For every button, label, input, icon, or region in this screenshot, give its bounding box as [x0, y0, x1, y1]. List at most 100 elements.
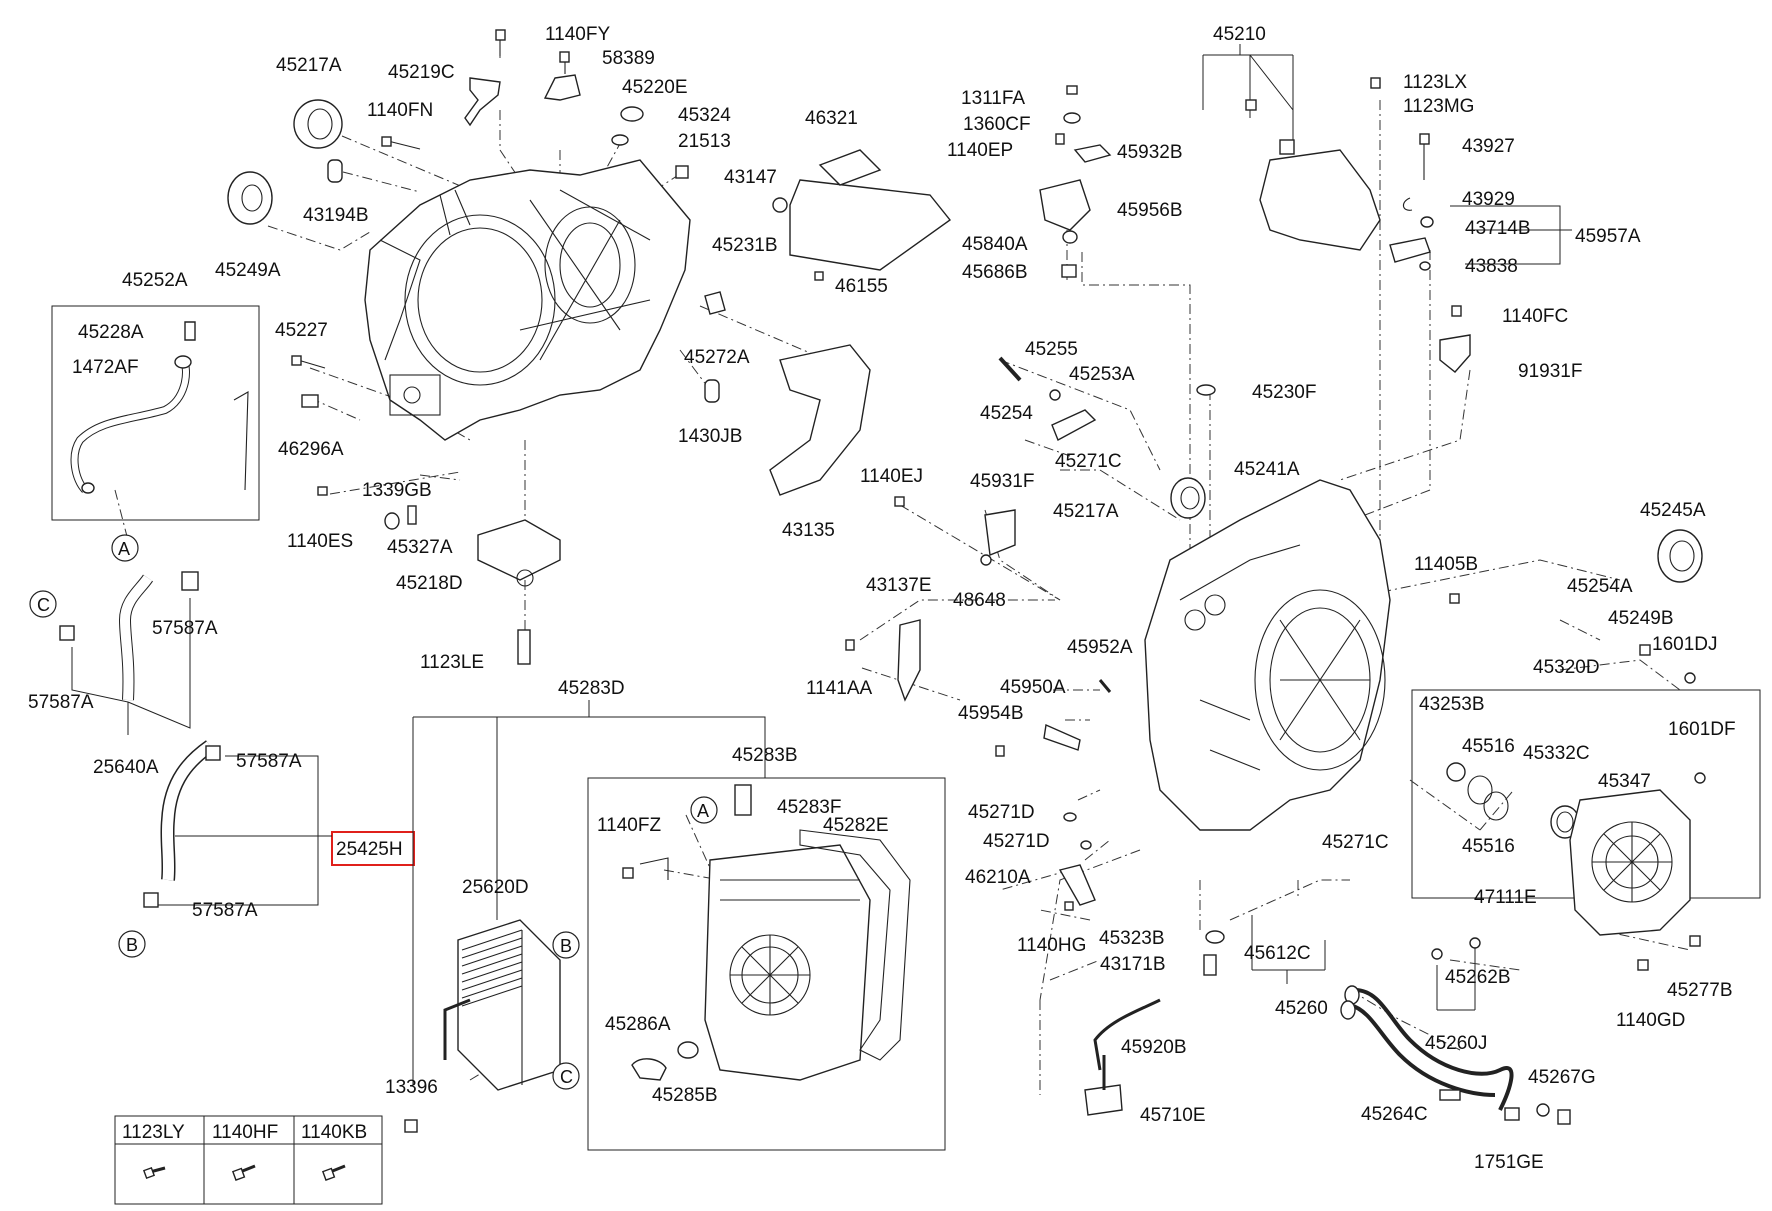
- part-label-48648[interactable]: 48648: [953, 590, 1006, 611]
- part-label-45217A[interactable]: 45217A: [1053, 501, 1119, 522]
- part-label-1360CF[interactable]: 1360CF: [963, 114, 1031, 135]
- part-label-45217A[interactable]: 45217A: [276, 55, 342, 76]
- part-label-58389[interactable]: 58389: [602, 48, 655, 69]
- part-label-45255[interactable]: 45255: [1025, 339, 1078, 360]
- part-label-45323B[interactable]: 45323B: [1099, 928, 1165, 949]
- part-label-45271D[interactable]: 45271D: [968, 802, 1035, 823]
- part-label-1123LX[interactable]: 1123LX: [1403, 72, 1467, 93]
- part-label-45931F[interactable]: 45931F: [970, 471, 1034, 492]
- part-label-43838[interactable]: 43838: [1465, 256, 1518, 277]
- part-label-46210A[interactable]: 46210A: [965, 867, 1031, 888]
- part-label-1601DF[interactable]: 1601DF: [1668, 719, 1736, 740]
- part-label-43253B[interactable]: 43253B: [1419, 694, 1485, 715]
- part-label-45219C[interactable]: 45219C: [388, 62, 455, 83]
- part-label-43135[interactable]: 43135: [782, 520, 835, 541]
- part-label-45950A[interactable]: 45950A: [1000, 677, 1066, 698]
- part-label-45241A[interactable]: 45241A: [1234, 459, 1300, 480]
- part-label-45710E[interactable]: 45710E: [1140, 1105, 1206, 1126]
- part-label-45516[interactable]: 45516: [1462, 836, 1515, 857]
- part-label-45227[interactable]: 45227: [275, 320, 328, 341]
- part-label-45952A[interactable]: 45952A: [1067, 637, 1133, 658]
- part-label-45267G[interactable]: 45267G: [1528, 1067, 1596, 1088]
- part-label-45249B[interactable]: 45249B: [1608, 608, 1674, 629]
- part-label-45271C[interactable]: 45271C: [1055, 451, 1122, 472]
- part-label-1472AF[interactable]: 1472AF: [72, 357, 139, 378]
- part-label-45920B[interactable]: 45920B: [1121, 1037, 1187, 1058]
- part-label-25425H[interactable]: 25425H: [336, 839, 403, 860]
- part-label-1140HG[interactable]: 1140HG: [1017, 935, 1086, 956]
- part-label-1123MG[interactable]: 1123MG: [1403, 96, 1474, 117]
- part-label-46296A[interactable]: 46296A: [278, 439, 344, 460]
- part-label-43194B[interactable]: 43194B: [303, 205, 369, 226]
- part-label-45516[interactable]: 45516: [1462, 736, 1515, 757]
- part-label-47111E[interactable]: 47111E: [1474, 887, 1537, 908]
- part-label-57587A[interactable]: 57587A: [236, 751, 302, 772]
- part-label-45283B[interactable]: 45283B: [732, 745, 798, 766]
- part-label-57587A[interactable]: 57587A: [152, 618, 218, 639]
- part-label-43137E[interactable]: 43137E: [866, 575, 932, 596]
- part-label-1140EJ[interactable]: 1140EJ: [860, 466, 923, 487]
- part-label-43147[interactable]: 43147: [724, 167, 777, 188]
- part-label-1339GB[interactable]: 1339GB: [362, 480, 432, 501]
- part-label-1311FA[interactable]: 1311FA: [961, 88, 1025, 109]
- part-label-45249A[interactable]: 45249A: [215, 260, 281, 281]
- part-label-1140FY[interactable]: 1140FY: [545, 24, 610, 45]
- part-label-45271C[interactable]: 45271C: [1322, 832, 1389, 853]
- part-label-45332C[interactable]: 45332C: [1523, 743, 1590, 764]
- part-label-45324[interactable]: 45324: [678, 105, 731, 126]
- part-label-45260J[interactable]: 45260J: [1425, 1033, 1487, 1054]
- part-label-45230F[interactable]: 45230F: [1252, 382, 1316, 403]
- part-label-45347[interactable]: 45347: [1598, 771, 1651, 792]
- part-label-45954B[interactable]: 45954B: [958, 703, 1024, 724]
- part-label-21513[interactable]: 21513: [678, 131, 731, 152]
- part-label-1140FC[interactable]: 1140FC: [1502, 306, 1568, 327]
- part-label-57587A[interactable]: 57587A: [192, 900, 258, 921]
- part-label-45320D[interactable]: 45320D: [1533, 657, 1600, 678]
- part-label-43171B[interactable]: 43171B: [1100, 954, 1166, 975]
- part-label-45220E[interactable]: 45220E: [622, 77, 688, 98]
- part-label-45840A[interactable]: 45840A: [962, 234, 1028, 255]
- part-label-45218D[interactable]: 45218D: [396, 573, 463, 594]
- part-label-45260[interactable]: 45260: [1275, 998, 1328, 1019]
- part-label-57587A[interactable]: 57587A: [28, 692, 94, 713]
- part-label-1140FZ[interactable]: 1140FZ: [597, 815, 661, 836]
- part-label-45231B[interactable]: 45231B: [712, 235, 778, 256]
- part-label-45327A[interactable]: 45327A: [387, 537, 453, 558]
- part-label-45282E[interactable]: 45282E: [823, 815, 889, 836]
- part-label-46321[interactable]: 46321: [805, 108, 858, 129]
- part-label-45686B[interactable]: 45686B: [962, 262, 1028, 283]
- part-label-45262B[interactable]: 45262B: [1445, 967, 1511, 988]
- part-label-45283D[interactable]: 45283D: [558, 678, 625, 699]
- part-label-43927[interactable]: 43927: [1462, 136, 1515, 157]
- part-label-1751GE[interactable]: 1751GE: [1474, 1152, 1544, 1173]
- part-label-45253A[interactable]: 45253A: [1069, 364, 1135, 385]
- part-label-1140FN[interactable]: 1140FN: [367, 100, 433, 121]
- part-label-11405B[interactable]: 11405B: [1414, 554, 1478, 575]
- part-label-45254[interactable]: 45254: [980, 403, 1033, 424]
- part-label-45285B[interactable]: 45285B: [652, 1085, 718, 1106]
- part-label-25640A[interactable]: 25640A: [93, 757, 159, 778]
- part-label-45264C[interactable]: 45264C: [1361, 1104, 1428, 1125]
- part-label-43929[interactable]: 43929: [1462, 189, 1515, 210]
- part-label-13396[interactable]: 13396: [385, 1077, 438, 1098]
- part-label-1601DJ[interactable]: 1601DJ: [1652, 634, 1718, 655]
- part-label-1430JB[interactable]: 1430JB: [678, 426, 742, 447]
- part-label-43714B[interactable]: 43714B: [1465, 218, 1531, 239]
- part-label-46155[interactable]: 46155: [835, 276, 888, 297]
- part-label-1141AA[interactable]: 1141AA: [806, 678, 873, 699]
- part-label-45283F[interactable]: 45283F: [777, 797, 841, 818]
- part-label-45271D[interactable]: 45271D: [983, 831, 1050, 852]
- part-label-45245A[interactable]: 45245A: [1640, 500, 1706, 521]
- part-label-45957A[interactable]: 45957A: [1575, 226, 1641, 247]
- part-label-1140ES[interactable]: 1140ES: [287, 531, 353, 552]
- part-label-45286A[interactable]: 45286A: [605, 1014, 671, 1035]
- part-label-45254A[interactable]: 45254A: [1567, 576, 1633, 597]
- part-label-1140GD[interactable]: 1140GD: [1616, 1010, 1685, 1031]
- part-label-45956B[interactable]: 45956B: [1117, 200, 1183, 221]
- part-label-45228A[interactable]: 45228A: [78, 322, 144, 343]
- part-label-1123LE[interactable]: 1123LE: [420, 652, 484, 673]
- part-label-45272A[interactable]: 45272A: [684, 347, 750, 368]
- part-label-45210[interactable]: 45210: [1213, 24, 1266, 45]
- part-label-91931F[interactable]: 91931F: [1518, 361, 1582, 382]
- part-label-25620D[interactable]: 25620D: [462, 877, 529, 898]
